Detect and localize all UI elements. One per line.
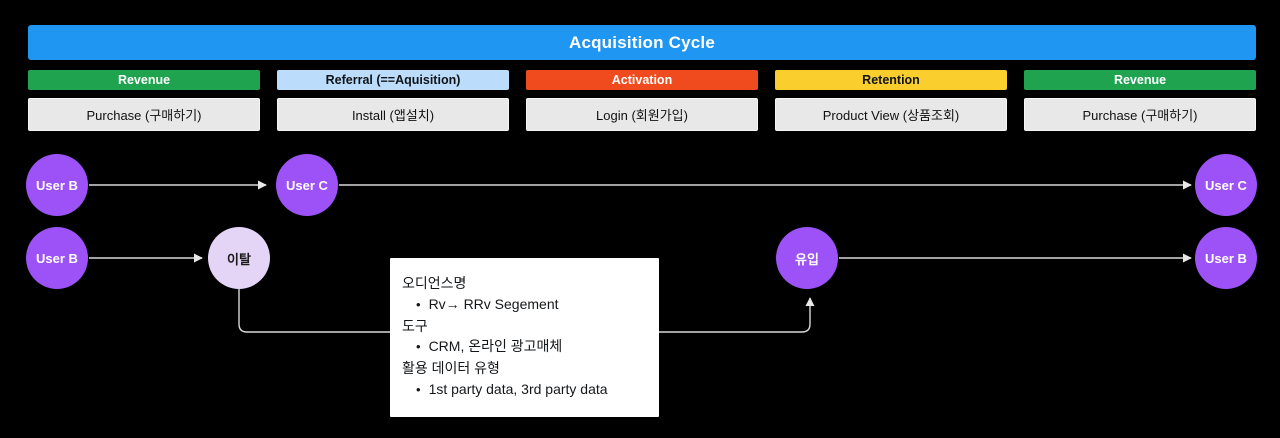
acquisition-cycle-banner: Acquisition Cycle: [28, 25, 1256, 60]
action-label: Purchase (구매하기): [86, 108, 202, 123]
stage-header-row: Revenue Referral (==Aquisition) Activati…: [28, 70, 1256, 90]
note-heading: 오디언스명: [402, 275, 467, 291]
action-label: Product View (상품조회): [822, 108, 960, 123]
action-row: Purchase (구매하기) Install (앱설치) Login (회원가…: [28, 98, 1256, 131]
node-label: User B: [36, 177, 78, 193]
action-label: Purchase (구매하기): [1082, 108, 1198, 123]
action-label: Install (앱설치): [351, 108, 435, 123]
stage-label: Activation: [611, 73, 673, 87]
node-inflow: 유입: [776, 227, 838, 289]
action-box-product-view: Product View (상품조회): [775, 98, 1007, 131]
note-box: 오디언스명 Rv→ RRv Segement 도구 CRM, 온라인 광고매체 …: [390, 258, 659, 417]
note-heading: 도구: [402, 317, 428, 334]
note-bullet: 1st party data, 3rd party data: [402, 379, 647, 401]
node-label: 유입: [795, 251, 819, 267]
node-user-b-row2-right: User B: [1195, 227, 1257, 289]
action-label: Login (회원가입): [596, 108, 688, 123]
note-heading: 활용 데이터 유형: [402, 360, 500, 377]
node-label: User B: [36, 250, 78, 266]
action-box-install: Install (앱설치): [277, 98, 509, 131]
node-label: User C: [1205, 177, 1247, 193]
node-user-b-row1-left: User B: [26, 154, 88, 216]
stage-header-revenue-left: Revenue: [28, 70, 260, 90]
stage-header-revenue-right: Revenue: [1024, 70, 1256, 90]
stage-header-retention: Retention: [775, 70, 1007, 90]
stage-label: Revenue: [1113, 73, 1167, 87]
stage-header-referral: Referral (==Aquisition): [277, 70, 509, 90]
banner-title: Acquisition Cycle: [568, 32, 716, 52]
node-label: User C: [286, 177, 328, 193]
node-user-b-row2-left: User B: [26, 227, 88, 289]
node-churn: 이탈: [208, 227, 270, 289]
stage-label: Referral (==Aquisition): [325, 73, 461, 87]
node-label: User B: [1205, 250, 1247, 266]
stage-header-activation: Activation: [526, 70, 758, 90]
stage-label: Revenue: [117, 73, 171, 87]
action-box-purchase-left: Purchase (구매하기): [28, 98, 260, 131]
node-user-c-row1-right: User C: [1195, 154, 1257, 216]
node-label: 이탈: [227, 251, 251, 267]
note-bullet: CRM, 온라인 광고매체: [402, 336, 647, 358]
note-bullet: Rv→ RRv Segement: [402, 294, 647, 316]
action-box-purchase-right: Purchase (구매하기): [1024, 98, 1256, 131]
node-user-c-row1-mid: User C: [276, 154, 338, 216]
stage-label: Retention: [862, 73, 920, 87]
action-box-login: Login (회원가입): [526, 98, 758, 131]
